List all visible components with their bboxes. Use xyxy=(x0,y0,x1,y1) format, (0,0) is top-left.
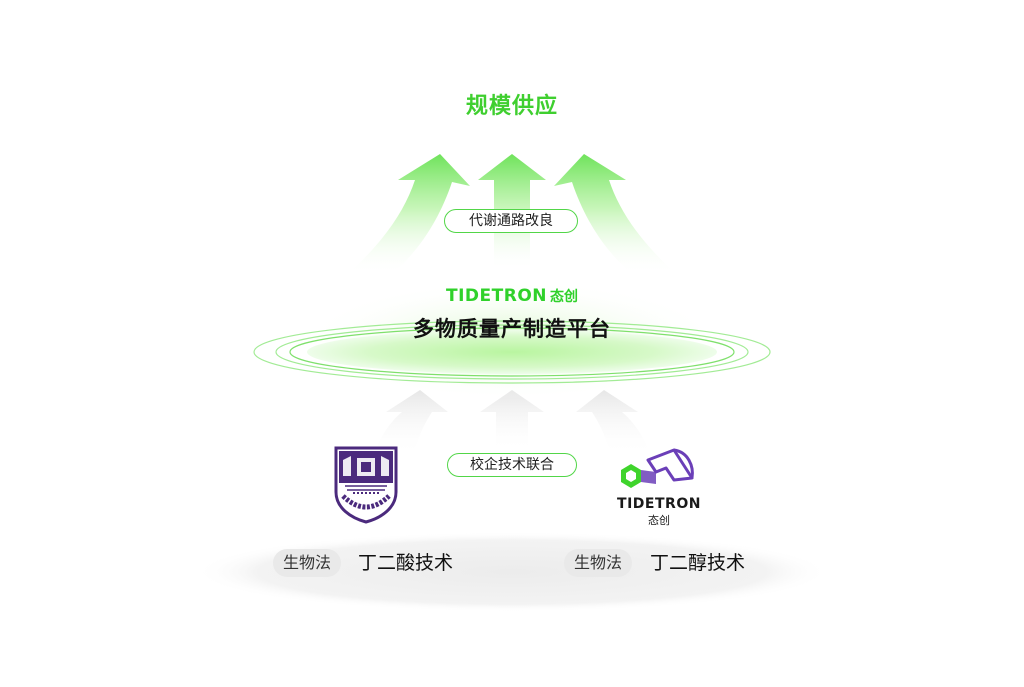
right-technology-name: 丁二醇技术 xyxy=(650,552,746,574)
platform-ring-outer xyxy=(253,320,771,384)
tidetron-logo-text-en: TIDETRON xyxy=(617,496,701,512)
brand-name-en: TIDETRON xyxy=(445,286,547,306)
grey-arrow-left xyxy=(375,390,448,455)
platform-ring-inner xyxy=(289,327,735,377)
platform-ring-middle xyxy=(275,324,749,380)
njtech-emblem-logo xyxy=(334,446,398,524)
green-arrow-right xyxy=(554,154,674,274)
brand-name-cn: 态创 xyxy=(550,289,578,305)
left-technology-name: 丁二酸技术 xyxy=(358,552,454,574)
left-method-tag: 生物法 xyxy=(273,549,342,577)
green-arrow-left xyxy=(350,154,470,274)
tidetron-logo-mark xyxy=(621,448,694,488)
grey-arrows xyxy=(375,390,649,455)
right-method-tag: 生物法 xyxy=(564,549,633,577)
grey-arrow-right xyxy=(576,390,649,455)
cooperation-label: 校企技术联合 xyxy=(447,453,577,477)
metabolic-pathway-label: 代谢通路改良 xyxy=(444,209,578,233)
platform-name: 多物质量产制造平台 xyxy=(413,317,611,341)
base-shadow xyxy=(194,532,830,612)
top-title: 规模供应 xyxy=(465,94,558,119)
tidetron-logo-text-cn: 态创 xyxy=(648,514,670,527)
platform-disc xyxy=(307,330,717,374)
grey-arrow-middle xyxy=(480,390,544,452)
